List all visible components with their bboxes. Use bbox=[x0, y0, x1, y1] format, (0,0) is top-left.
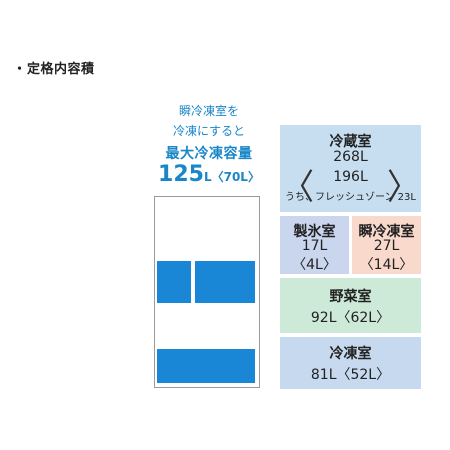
refrigerator-brace-left: 〈 bbox=[282, 166, 315, 208]
vegetable-name: 野菜室 bbox=[329, 289, 372, 305]
caption-line-2: 冷凍にすると bbox=[172, 124, 246, 138]
compartment-freezer: 冷凍室 81L〈52L〉 bbox=[280, 337, 421, 389]
refrigerator-total: 268L bbox=[333, 149, 368, 165]
flash-freeze-drawer-highlight bbox=[195, 261, 255, 303]
refrigerator-brace-right: 〉 bbox=[386, 166, 419, 208]
freezer-volume: 81L〈52L〉 bbox=[310, 367, 391, 383]
max-value-unit: L bbox=[203, 170, 212, 184]
fridge-illustration bbox=[154, 196, 260, 388]
compartment-ice-maker: 製氷室 17L 〈4L〉 bbox=[280, 216, 349, 274]
ice-maker-sub-volume: 〈4L〉 bbox=[292, 257, 337, 273]
ice-maker-volume: 17L bbox=[301, 238, 328, 254]
freezer-drawer-highlight bbox=[157, 349, 255, 383]
section-heading: ・定格内容積 bbox=[13, 58, 95, 77]
refrigerator-sub-volume: 196L bbox=[333, 169, 368, 185]
caption-max-freeze-value: 125L〈70L〉 bbox=[148, 162, 270, 190]
flash-freeze-sub-volume: 〈14L〉 bbox=[359, 257, 414, 273]
heading-title: 定格内容積 bbox=[27, 62, 95, 77]
ice-maker-name: 製氷室 bbox=[293, 224, 336, 240]
heading-bullet: ・ bbox=[13, 62, 27, 77]
flash-freeze-volume: 27L bbox=[373, 238, 400, 254]
freezer-name: 冷凍室 bbox=[329, 346, 372, 362]
flash-freeze-name: 瞬冷凍室 bbox=[358, 224, 415, 240]
caption-line-1: 瞬冷凍室を bbox=[178, 104, 239, 118]
refrigerator-fresh-zone-note: うち、フレッシュゾーン 23L bbox=[285, 192, 416, 203]
compartment-flash-freeze: 瞬冷凍室 27L 〈14L〉 bbox=[352, 216, 421, 274]
max-value-number: 125 bbox=[158, 162, 204, 187]
vegetable-volume: 92L〈62L〉 bbox=[310, 310, 391, 326]
ice-drawer-highlight bbox=[157, 261, 191, 303]
compartment-vegetable: 野菜室 92L〈62L〉 bbox=[280, 278, 421, 333]
max-value-bracketed: 〈70L〉 bbox=[211, 170, 260, 184]
caption-max-freeze-label: 最大冷凍容量 bbox=[165, 146, 253, 162]
refrigerator-name: 冷蔵室 bbox=[329, 134, 372, 150]
compartment-refrigerator: 冷蔵室 268L 〈 196L うち、フレッシュゾーン 23L 〉 bbox=[280, 125, 421, 212]
